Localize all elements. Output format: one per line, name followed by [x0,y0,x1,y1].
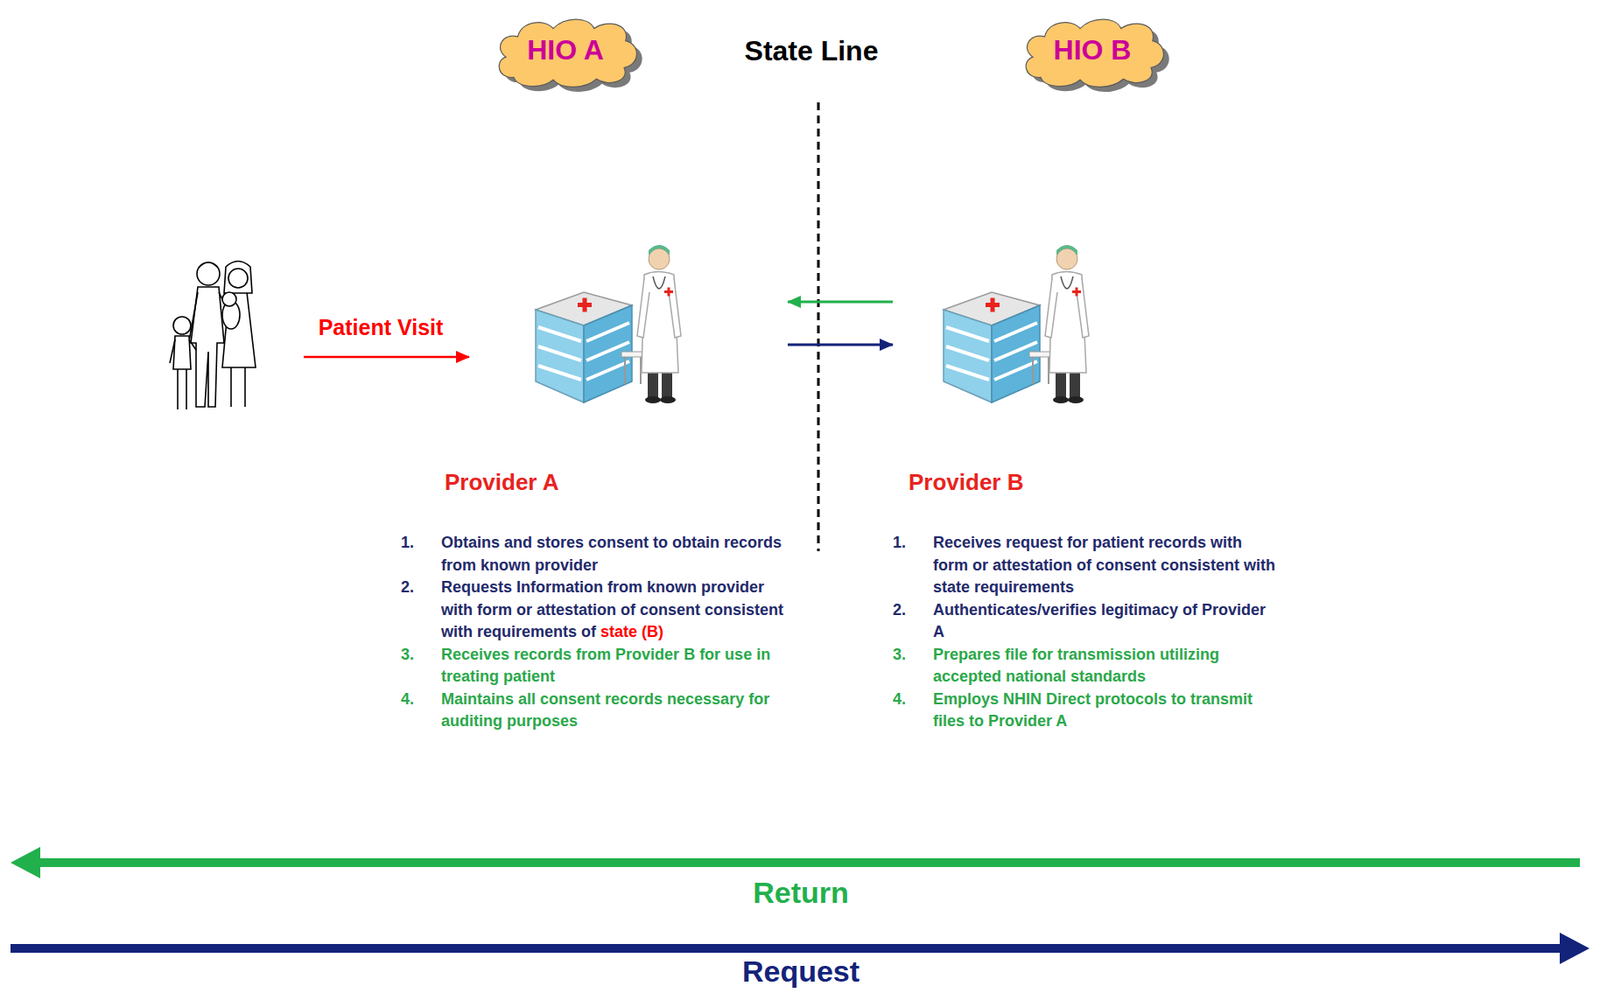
step-body: Prepares file for transmission utilizing… [933,644,1280,689]
step-row: 1.Receives request for patient records w… [892,532,1280,600]
family-illustration-part [222,292,237,307]
step-row: 4.Employs NHIN Direct protocols to trans… [892,688,1280,734]
return-arrow [10,847,1580,879]
step-number: 3. [892,644,934,689]
step-text: Employs NHIN Direct protocols to transmi… [933,690,1253,731]
patient-visit-label: Patient Visit [318,315,444,341]
state-line-label: State Line [744,35,879,68]
step-row: 4.Maintains all consent records necessar… [400,688,788,734]
state-line [817,102,821,552]
step-body: Authenticates/verifies legitimacy of Pro… [933,599,1280,645]
step-number: 4. [400,688,442,734]
cloud-outline [498,19,637,87]
flow-arrow [787,343,893,347]
request-label: Request [742,954,860,990]
provider-heading: Provider A [444,469,788,496]
step-body: Receives records from Provider B for use… [441,644,788,689]
step-text: Receives request for patient records wit… [933,533,1276,597]
family-illustration [169,261,256,411]
family-illustration-part [224,261,253,295]
family-illustration-part [173,316,191,335]
family-illustration-part [222,292,256,368]
family-illustration-part [189,339,197,351]
request-arrow-part [1559,933,1590,965]
step-body: Requests Information from known provider… [441,576,788,645]
step-number: 3. [400,644,442,689]
family-illustration-part [189,292,198,342]
request-arrow-part [10,944,1562,954]
step-text: Prepares file for transmission utilizing… [933,645,1220,687]
step-body: Receives request for patient records wit… [933,532,1280,600]
connector-layer [787,301,893,345]
step-text: state (B) [600,623,664,641]
family-illustration-part [176,369,179,410]
provider-icon [943,245,1089,404]
hio-cloud: HIO B [1017,12,1175,94]
step-row: 2.Requests Information from known provid… [400,576,788,645]
family-illustration-part [228,268,248,288]
cloud-outline [1025,19,1164,87]
hio-name: HIO A [526,34,611,72]
step-row: 3.Prepares file for transmission utilizi… [892,644,1280,689]
cloud-text-holder: HIO A [490,12,648,94]
provider-block: Provider B 1.Receives request for patient… [892,234,1280,734]
step-text: Authenticates/verifies legitimacy of Pro… [933,601,1266,642]
step-number: 2. [892,599,934,645]
hio-cloud: HIO A [490,12,648,94]
step-number: 2. [400,576,442,645]
step-text: Obtains and stores consent to obtain rec… [441,533,782,575]
family-illustration-part [196,262,220,286]
step-number: 1. [400,532,442,577]
family-illustration-part [173,336,191,370]
provider-icon [535,245,681,404]
patient-visit-arrow [303,356,470,359]
cloud-text-holder: HIO B [1017,12,1175,94]
family-illustration-part [230,367,232,408]
family-illustration-part [169,339,176,364]
step-body: Obtains and stores consent to obtain rec… [441,532,788,577]
family-illustration-part [185,369,188,410]
step-text: Maintains all consent records necessary … [441,690,770,731]
step-row: 1.Obtains and stores consent to obtain r… [400,532,788,577]
step-text: Receives records from Provider B for use… [441,645,771,687]
step-row: 2.Authenticates/verifies legitimacy of P… [892,599,1280,645]
step-body: Maintains all consent records necessary … [441,688,788,734]
step-body: Employs NHIN Direct protocols to transmi… [933,688,1280,734]
provider-block: Provider A 1.Obtains and stores consent t… [400,234,788,734]
flow-arrow [787,301,893,304]
step-number: 1. [892,532,934,600]
family-illustration-part [244,367,246,408]
return-arrow-part [35,858,1580,868]
return-arrow-part [10,847,41,879]
hio-name: HIO B [1053,34,1139,72]
provider-heading: Provider B [908,469,1280,496]
step-number: 4. [892,688,934,734]
family-illustration-part [198,262,218,268]
step-row: 3.Receives records from Provider B for u… [400,644,788,689]
return-label: Return [752,876,850,911]
